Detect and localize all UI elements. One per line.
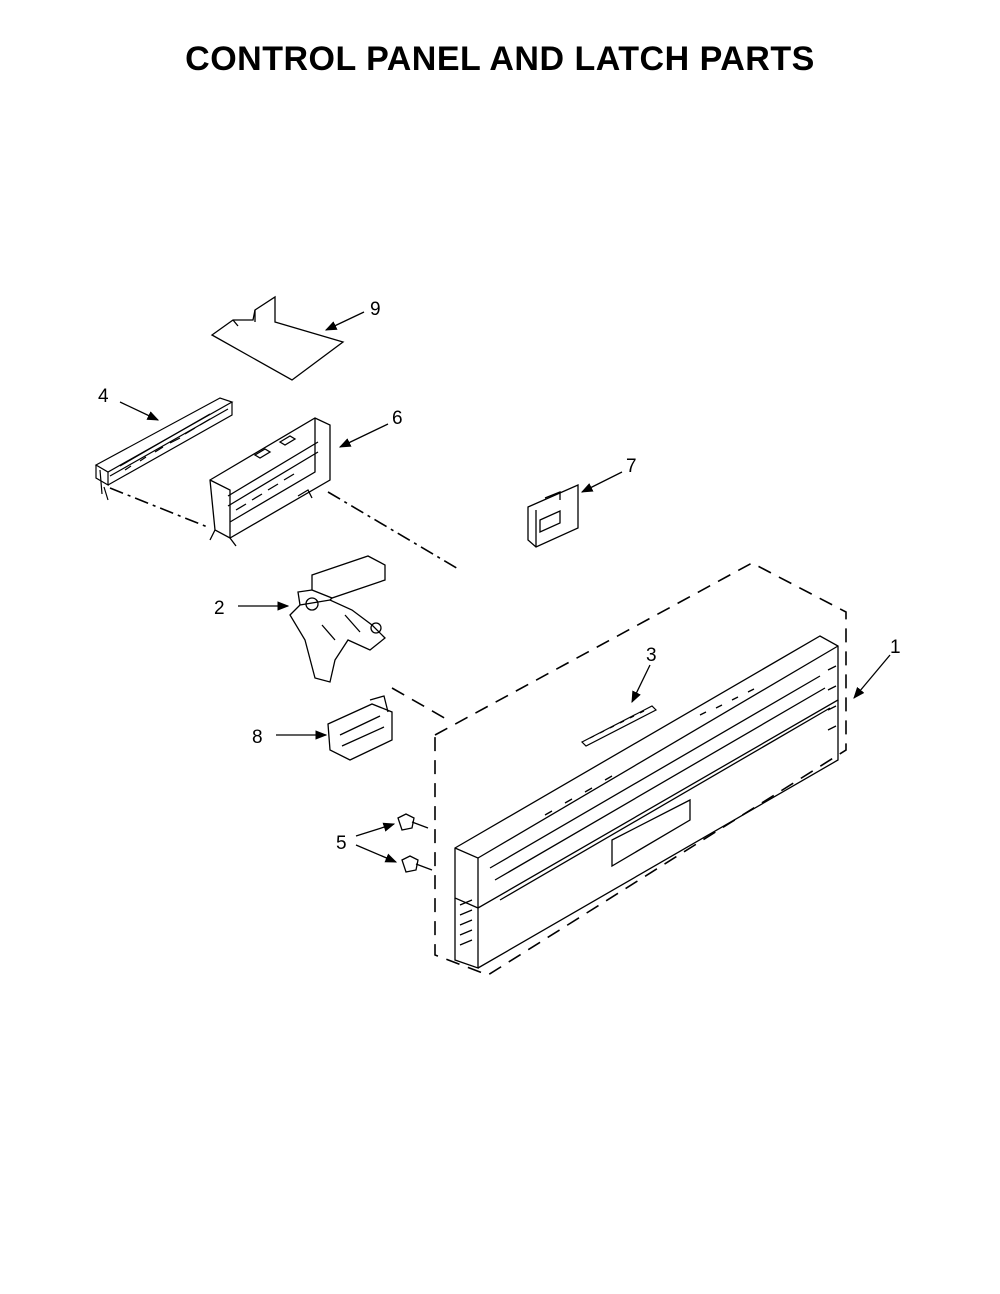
callout-2: 2 [214, 598, 225, 619]
part-8-strike [327, 695, 393, 761]
assembly-lines [109, 487, 847, 976]
part-1-control-panel [454, 635, 839, 969]
callout-5: 5 [336, 833, 347, 854]
callout-8: 8 [252, 727, 263, 748]
part-3-button-strip [580, 705, 658, 747]
callout-3: 3 [646, 645, 657, 666]
callout-6: 6 [392, 408, 403, 429]
part-7-bracket [527, 484, 579, 548]
part-6-control-housing [209, 417, 331, 547]
part-9-insulation [210, 295, 345, 381]
part-5-screws [397, 813, 433, 873]
part-4-ui-board [94, 397, 234, 501]
page-title: CONTROL PANEL AND LATCH PARTS [185, 40, 815, 78]
callout-7: 7 [626, 456, 637, 477]
callout-4: 4 [98, 386, 109, 407]
callout-1: 1 [890, 637, 901, 658]
callout-9: 9 [370, 299, 381, 320]
part-2-door-latch [289, 555, 386, 683]
callout-leaders [119, 311, 891, 863]
